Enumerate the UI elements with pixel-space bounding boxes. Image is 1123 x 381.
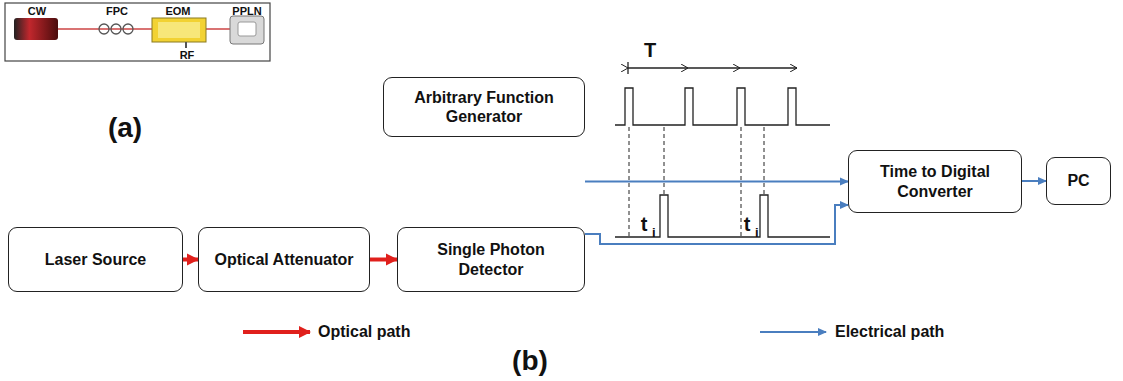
pulse-trains xyxy=(615,62,830,237)
setup-inset xyxy=(5,3,270,61)
process-box: Laser Source xyxy=(8,227,183,292)
electrical-connector xyxy=(1022,180,1046,182)
box-label: Time to Digital Converter xyxy=(857,162,1013,200)
text-label: i xyxy=(652,226,656,239)
box-label: Arbitrary Function Generator xyxy=(392,88,576,126)
text-label: i xyxy=(755,226,759,239)
text-label: (a) xyxy=(108,114,142,142)
box-label: PC xyxy=(1067,171,1089,190)
text-label: CW xyxy=(28,6,46,17)
text-label: (b) xyxy=(512,347,548,375)
text-label: t xyxy=(641,214,648,234)
electrical-connector xyxy=(585,205,848,244)
electrical-connector xyxy=(585,181,848,183)
box-label: Optical Attenuator xyxy=(215,250,354,269)
process-box: Optical Attenuator xyxy=(198,227,370,292)
legend-text: Optical path xyxy=(318,324,410,340)
text-label: t xyxy=(744,214,751,234)
box-label: Laser Source xyxy=(45,250,146,269)
text-label: PPLN xyxy=(232,6,261,17)
process-box: Single Photon Detector xyxy=(397,227,585,292)
process-box: Time to Digital Converter xyxy=(848,150,1022,213)
text-label: EOM xyxy=(165,6,190,17)
legend-optical-sample xyxy=(243,330,310,334)
optical-connector xyxy=(183,258,198,262)
box-label: Single Photon Detector xyxy=(406,240,576,278)
process-box: Arbitrary Function Generator xyxy=(383,77,585,137)
legend-text: Electrical path xyxy=(835,324,944,340)
optical-connector xyxy=(370,258,397,262)
text-label: RF xyxy=(180,50,195,61)
text-label: FPC xyxy=(106,6,128,17)
process-box: PC xyxy=(1046,157,1111,205)
text-label: T xyxy=(644,40,656,60)
legend-electrical-sample xyxy=(760,331,826,333)
